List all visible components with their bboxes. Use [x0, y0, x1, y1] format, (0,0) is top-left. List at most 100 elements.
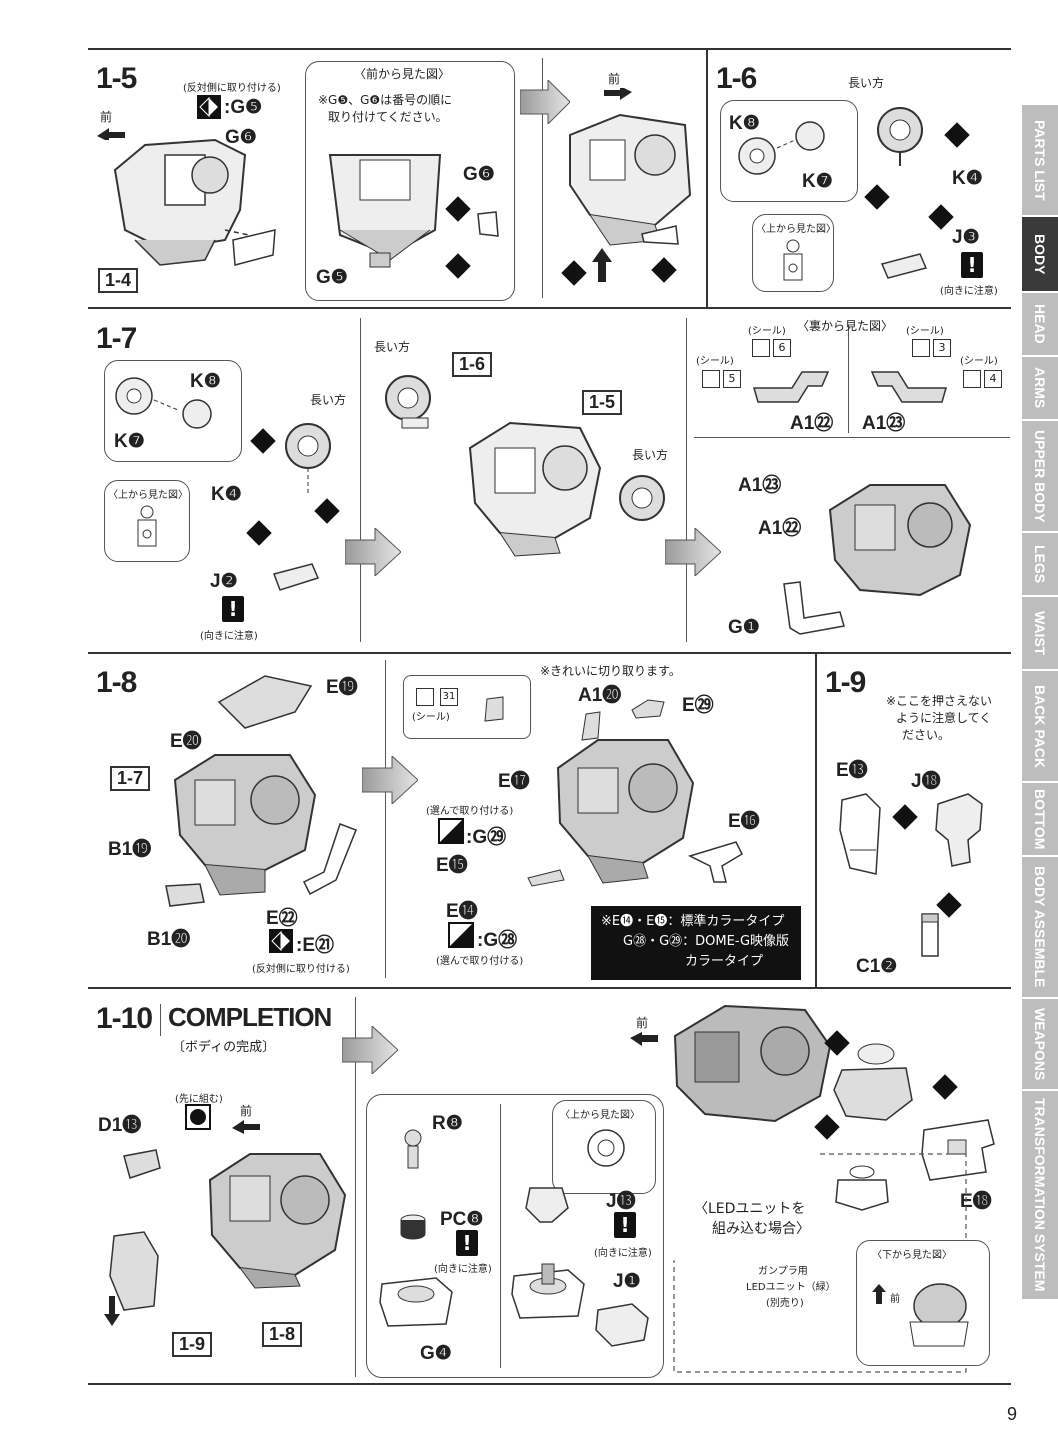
choose-note-1: (選んで取り付ける): [426, 806, 514, 817]
front-view-note-2: 取り付けてください。: [328, 110, 448, 124]
mirror-icon-18: [269, 929, 293, 953]
color-type-line-1: ※E⓮・E⓯：標準カラータイプ: [601, 914, 785, 929]
order-3-marker-16: [864, 184, 890, 210]
led-hip-part: [835, 1165, 889, 1211]
caution-note-110a: (向きに注意): [434, 1264, 492, 1275]
up-arrow-icon-110: [872, 1284, 886, 1304]
part-label-k4: K❹: [952, 168, 983, 189]
e22-part: [302, 823, 357, 896]
row1-rule: [88, 307, 1011, 309]
part-label-g4: G❹: [420, 1343, 452, 1364]
shoulder-joint-17: [285, 423, 331, 496]
body-torso-1-7-drawing: [468, 421, 602, 557]
part-label-e16: E⓰: [728, 811, 760, 832]
up-arrow-icon: [592, 248, 612, 282]
part-label-b1-19: B1⓳: [108, 839, 152, 860]
tab-bottom[interactable]: BOTTOM: [1022, 783, 1058, 857]
r8-part: [404, 1129, 422, 1169]
part-label-g28: :G㉘: [477, 930, 518, 951]
tab-body-assemble[interactable]: BODY ASSEMBLE: [1022, 857, 1058, 999]
caution-icon-110b: !: [614, 1212, 636, 1238]
a1-23-part: [870, 371, 947, 403]
sticker-6: 6: [773, 339, 791, 357]
tab-weapons[interactable]: WEAPONS: [1022, 999, 1058, 1091]
sticker-31-callout: [403, 675, 531, 739]
e13-part: [839, 793, 881, 875]
caution-icon-16: !: [961, 252, 983, 278]
part-label-a1-23: A1㉓: [862, 413, 906, 434]
long-side-label-17: 長い方: [310, 393, 347, 407]
part-label-e22: E㉒: [266, 908, 298, 929]
ref-1-5: 1-5: [582, 390, 623, 415]
part-label-j2: J❷: [210, 571, 238, 592]
choose-note-2: (選んで取り付ける): [436, 956, 524, 967]
front-arrow-icon-110: [232, 1120, 260, 1134]
tab-upper-body[interactable]: UPPER BODY: [1022, 421, 1058, 533]
led-unit-label-2: LEDユニット（緑）: [746, 1282, 836, 1293]
part-label-r8: R❽: [432, 1113, 463, 1134]
b1-20-part: [165, 883, 205, 907]
side-tab-bar: PARTS LIST BODY HEAD ARMS UPPER BODY LEG…: [1022, 105, 1058, 1301]
sticker-5: 5: [723, 370, 741, 388]
front-label: 前: [100, 110, 113, 124]
order-2-marker-19: [892, 804, 918, 830]
press-note-1: ※ここを押さえない: [886, 694, 993, 708]
g6-side-part: [641, 225, 679, 245]
order-2-marker-b: [651, 257, 677, 283]
j18-part: [935, 793, 983, 867]
tab-legs[interactable]: LEGS: [1022, 533, 1058, 597]
k7-k8-drawing-17: [115, 377, 212, 429]
part-label-e18: E⓲: [960, 1191, 992, 1212]
sticker-swatch-4a: [963, 370, 981, 388]
top-view-label-110: 〈上から見た図〉: [560, 1110, 640, 1121]
row1-divider: [706, 48, 708, 308]
part-label-e21: :E㉑: [296, 935, 335, 956]
bottom-view-label: 〈下から見た図〉: [872, 1250, 952, 1261]
j1-part: [595, 1303, 649, 1347]
press-note-2: ように注意してく: [896, 711, 992, 725]
down-arrow-icon: [104, 1296, 120, 1326]
tab-head[interactable]: HEAD: [1022, 293, 1058, 357]
top-view-part-17: [137, 505, 157, 547]
e29-small-part: [631, 699, 665, 719]
g1-part: [783, 581, 845, 635]
color-choice-icon-2: [448, 922, 474, 948]
tab-transformation-system[interactable]: TRANSFORMATION SYSTEM: [1022, 1091, 1058, 1301]
caution-note-16: (向きに注意): [940, 286, 998, 297]
row3-divider: [815, 652, 817, 988]
led-dashed-outline: [673, 1153, 967, 1373]
tab-body[interactable]: BODY: [1022, 217, 1058, 293]
part-label-k7-17: K❼: [114, 431, 145, 452]
tab-arms[interactable]: ARMS: [1022, 357, 1058, 421]
tab-parts-list[interactable]: PARTS LIST: [1022, 105, 1058, 217]
top-view-callout-110: [552, 1100, 656, 1194]
page-number: 9: [1007, 1404, 1018, 1424]
part-label-k8-17: K❽: [190, 371, 221, 392]
part-label-k4-17: K❹: [211, 484, 242, 505]
tab-back-pack[interactable]: BACK PACK: [1022, 671, 1058, 783]
completion-subtitle: 〔ボディの完成〕: [172, 1040, 276, 1055]
shoulder-joint-drawing: [877, 107, 923, 166]
front-view-title: 〈前から見た図〉: [354, 67, 451, 81]
body-torso-1-8b-drawing: [556, 739, 695, 884]
front-view-note-1: ※G❺、G❻は番号の順に: [318, 93, 453, 107]
row2-sub-divider-b: [686, 318, 687, 642]
j13-part: [525, 1187, 569, 1223]
color-choice-icon-1: [438, 818, 464, 844]
color-type-note-box: ※E⓮・E⓯：標準カラータイプ G㉘・G㉙：DOME-G映像版 カラータイプ: [591, 906, 801, 980]
order-2-marker-16: [928, 204, 954, 230]
front-view-drawing: [328, 154, 442, 268]
part-label-e20: E⓴: [170, 731, 202, 752]
part-label-g5-opposite: :G❺: [224, 97, 263, 118]
ref-1-6: 1-6: [452, 352, 493, 377]
a1-20-small-part: [581, 711, 601, 741]
hip-joint-part: [833, 1043, 913, 1121]
long-side-label-17b: 長い方: [374, 340, 411, 354]
final-body-drawing: [673, 1004, 832, 1123]
top-view-disc: [587, 1129, 625, 1167]
next-arrow-3: [665, 528, 721, 576]
part-label-a1-22b: A1㉒: [758, 518, 802, 539]
pre-assemble-note: (先に組む): [175, 1094, 223, 1105]
tab-waist[interactable]: WAIST: [1022, 597, 1058, 671]
part-label-a1-23b: A1㉓: [738, 475, 782, 496]
